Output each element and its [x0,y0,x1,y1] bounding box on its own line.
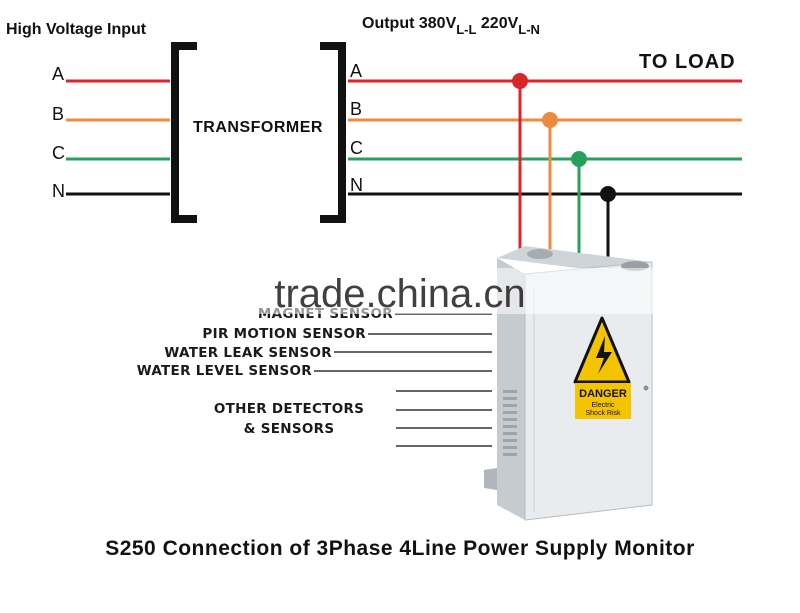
danger-plate [575,383,631,419]
output-phase-a: A [350,61,362,81]
sensor-water-leak-label: WATER LEAK SENSOR [164,345,332,361]
output-phase-n: N [350,175,363,195]
to-load-label: TO LOAD [639,51,736,73]
mounting-tab [484,468,497,490]
input-phase-c: C [52,143,65,163]
watermark-text: trade.china.cn [274,272,525,316]
sensor-pir-label: PIR MOTION SENSOR [202,326,366,342]
junction-dot-n [600,186,616,202]
input-phase-b: B [52,104,64,124]
transformer-right-bracket [320,42,346,223]
input-phase-a: A [52,64,64,84]
junction-dot-c [571,151,587,167]
box-lock [643,385,649,391]
other-detectors-label: OTHER DETECTORS [214,401,364,417]
footer-title: S250 Connection of 3Phase 4Line Power Su… [105,537,695,560]
danger-line2: Shock Risk [585,410,621,417]
transformer-label: TRANSFORMER [193,119,323,136]
input-phase-n: N [52,181,65,201]
sensor-water-level-label: WATER LEVEL SENSOR [137,363,313,379]
vent-slots [503,390,517,456]
transformer-left-bracket [171,42,197,223]
cable-gland-left [527,249,553,259]
junction-dot-a [512,73,528,89]
danger-title: DANGER [579,388,627,400]
output-phase-b: B [350,99,362,119]
danger-sign: DANGER Electric Shock Risk [573,316,631,419]
watermark-band [0,268,800,314]
lightning-bolt-icon [596,336,612,374]
input-label: High Voltage Input [6,21,147,38]
output-label: Output 380VL-L 220VL-N [362,15,540,37]
junction-dot-b [542,112,558,128]
danger-line1: Electric [592,402,615,409]
output-phase-c: C [350,138,363,158]
other-sensors-label: & SENSORS [244,421,335,437]
